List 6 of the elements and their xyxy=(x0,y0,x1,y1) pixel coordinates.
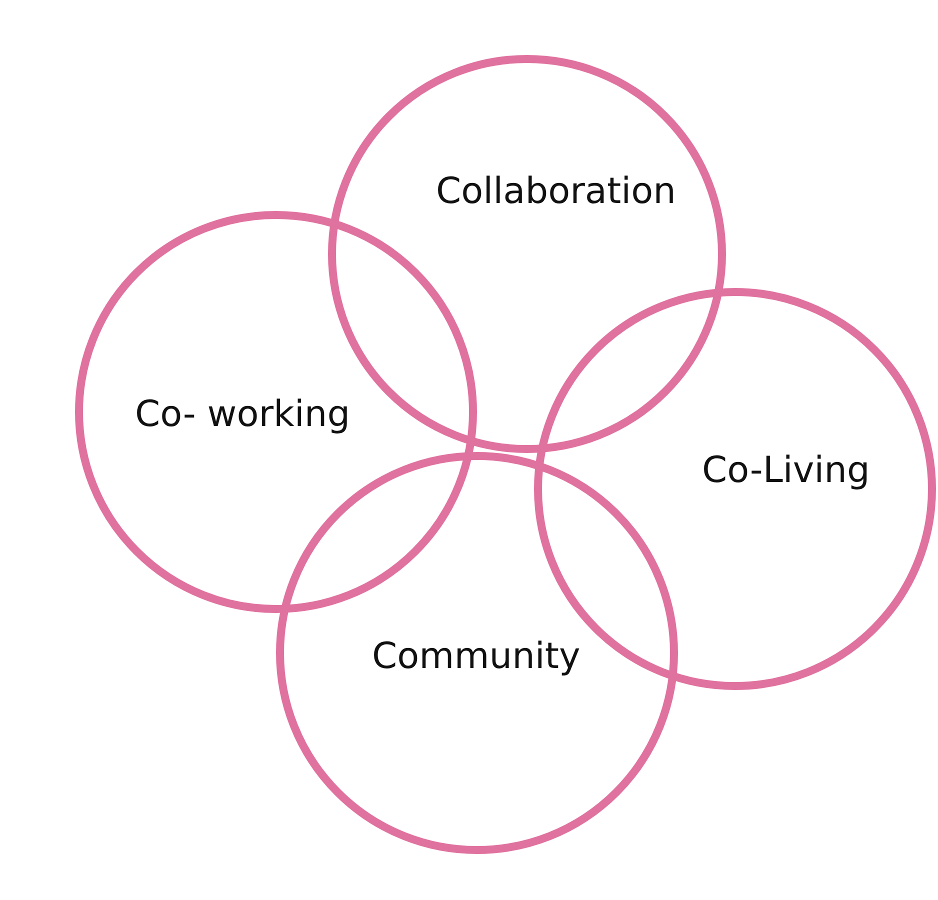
venn-label: Co- working xyxy=(135,394,350,436)
venn-circle xyxy=(75,211,477,613)
venn-circle xyxy=(276,452,678,854)
venn-label: Co-Living xyxy=(702,450,870,492)
venn-label: Community xyxy=(372,636,580,678)
venn-label: Collaboration xyxy=(436,171,676,213)
